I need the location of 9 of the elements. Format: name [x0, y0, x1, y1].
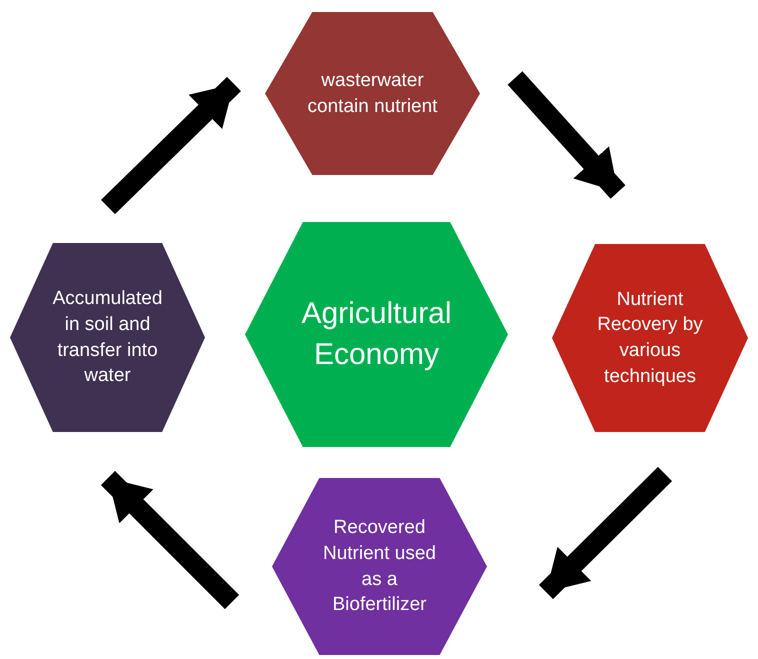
arrow: [538, 466, 672, 600]
node-text: Nutrient Recovery by various techniques: [596, 288, 704, 389]
node-text: Recovered Nutrient used as a Biofertilizer: [322, 516, 437, 618]
arrow: [508, 71, 626, 199]
arrow: [100, 470, 240, 610]
node-text: Accumulated in soil and transfer into water: [52, 287, 164, 388]
node-text: Agricultural Economy: [300, 296, 453, 372]
arrow: [101, 76, 241, 214]
node-text: wasterwater contain nutrient: [306, 68, 438, 118]
